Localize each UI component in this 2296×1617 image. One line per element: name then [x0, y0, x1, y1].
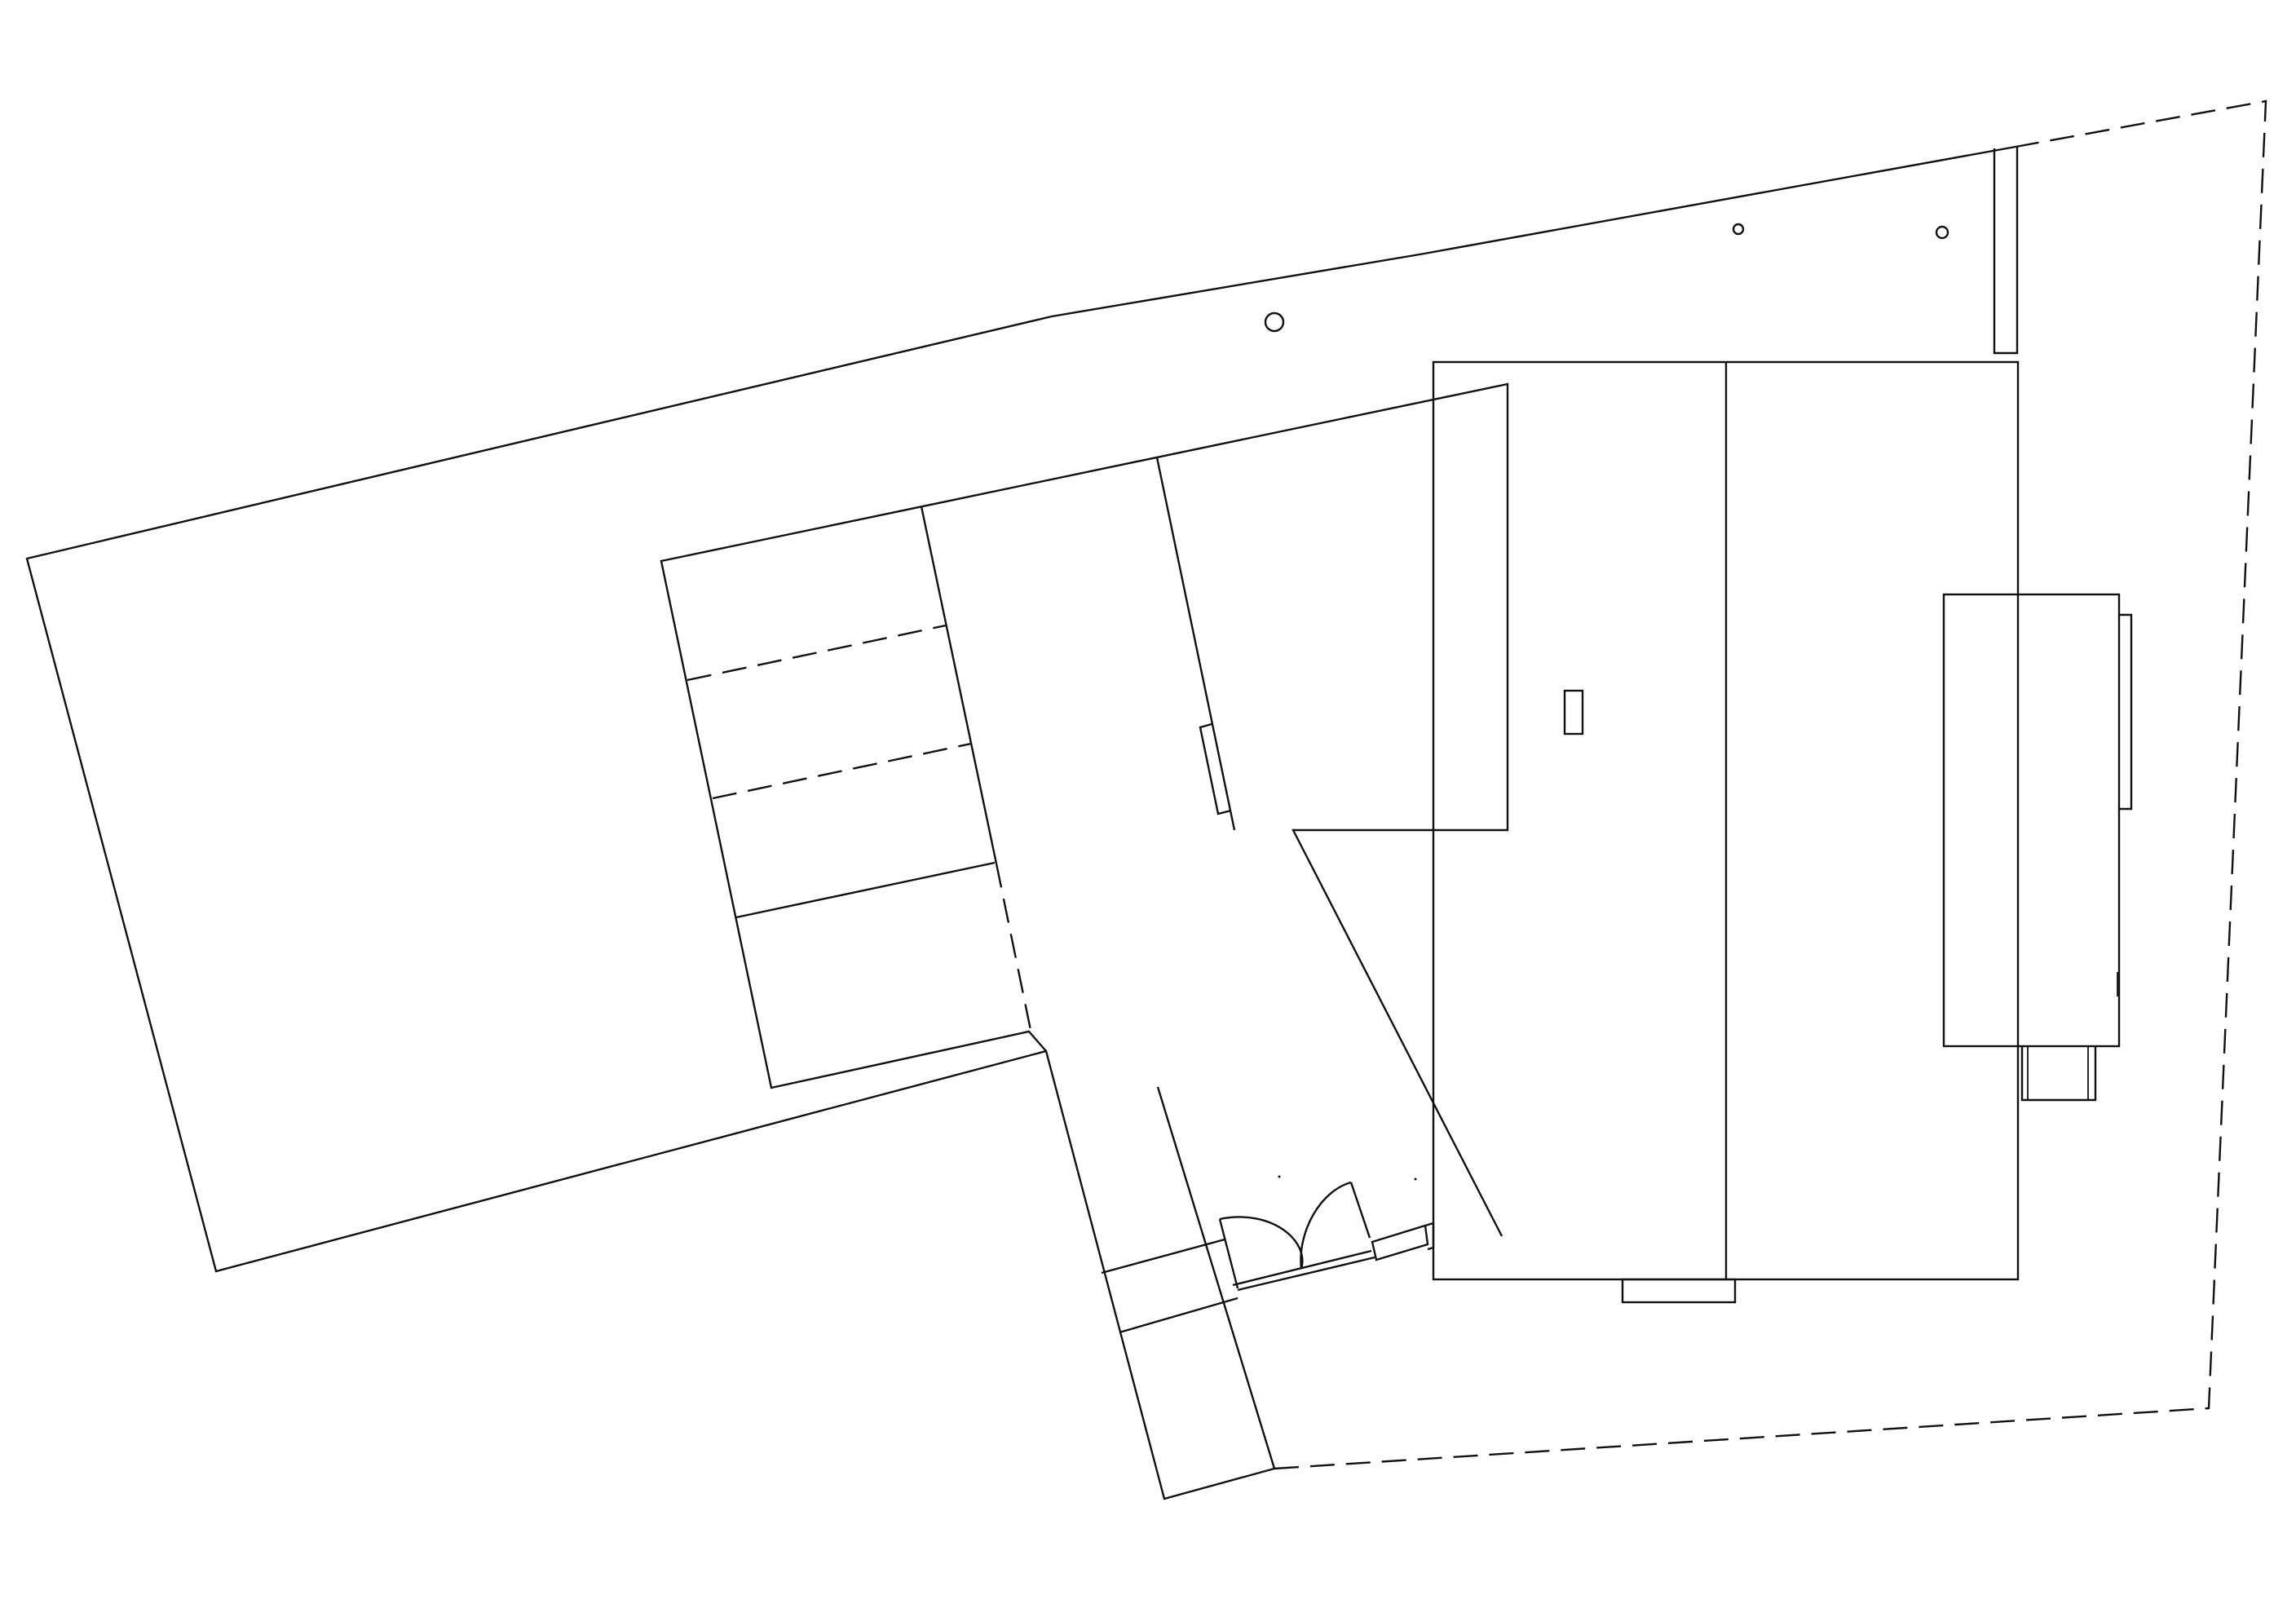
step-block	[1371, 1224, 1429, 1261]
tree-marker	[1935, 225, 1949, 240]
door-leaf	[1218, 1218, 1239, 1289]
bay-line	[735, 861, 996, 919]
entrance-step	[1621, 1278, 1737, 1304]
skewed-building-outline	[660, 382, 1509, 1237]
bay-dashed-line	[687, 624, 947, 682]
bay-dashed-line	[712, 742, 972, 800]
skewed-building-wall-dashed	[995, 863, 1032, 1031]
entrance-threshold	[1237, 1256, 1375, 1292]
door-swing-arc	[1300, 1181, 1352, 1270]
skewed-building-wall	[920, 506, 998, 864]
lower-wing-divider	[1101, 1238, 1225, 1275]
annex-bottom-projection	[2020, 1046, 2097, 1102]
tree-marker	[1264, 311, 1285, 333]
skylight	[1563, 689, 1584, 736]
annex-side-projection	[2119, 613, 2133, 811]
step-block-edge	[1424, 1222, 1435, 1251]
lower-wing-outline	[1156, 1086, 1276, 1469]
site-boundary-dashed-line	[1274, 99, 2267, 1470]
lower-wing-divider	[1119, 1297, 1239, 1334]
tree-marker	[1732, 223, 1745, 236]
skewed-building-wall	[1155, 457, 1236, 831]
door-swing-arc	[1219, 1216, 1304, 1270]
site-boundary-line	[25, 145, 2016, 1500]
door-leaf	[1349, 1182, 1371, 1239]
boundary-wall	[1993, 147, 2019, 355]
survey-point	[1278, 1175, 1281, 1178]
annex-building	[1942, 593, 2121, 1048]
skewed-building-bay	[1199, 722, 1232, 815]
survey-point	[1414, 1177, 1417, 1181]
